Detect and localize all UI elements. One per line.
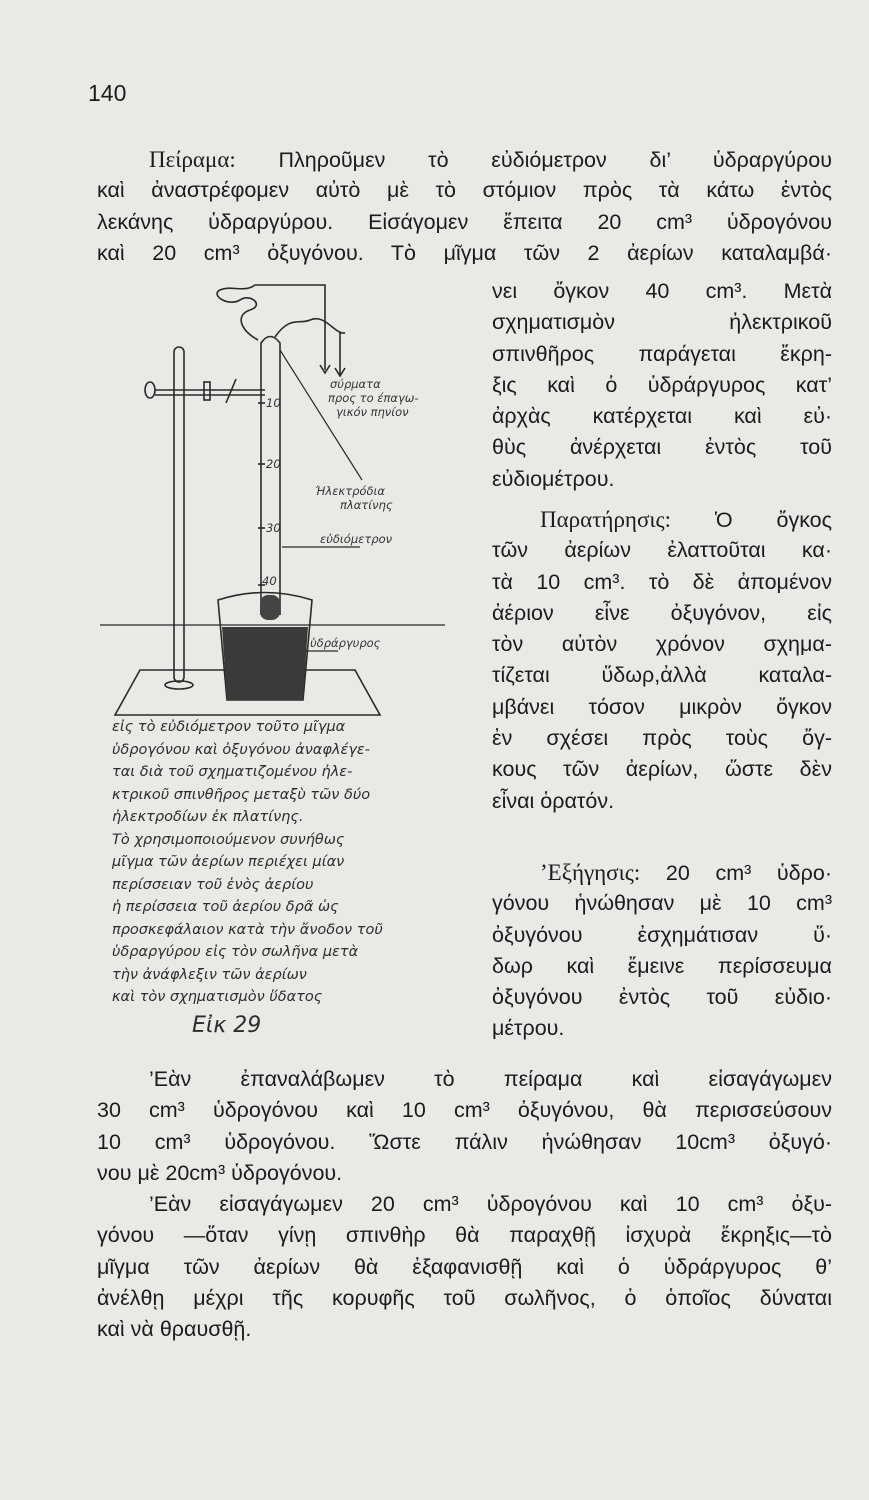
caption-line: ὑδρογόνου καὶ ὀξυγόνου ἀναφλέγε- (112, 741, 370, 758)
caption-line: ὑδραργύρου εἰς τὸν σωλῆνα μετὰ (112, 944, 359, 960)
caption-line: εἰς τὸ εὐδιόμετρον τοῦτο μῖγμα (112, 719, 346, 735)
text-line: κους τῶν ἀερίων, ὥστε δὲν (492, 757, 832, 782)
text-line: ἀρχὰς κατέρχεται καὶ εὐ· (492, 404, 832, 429)
label-wires: σύρματα (330, 377, 381, 391)
page-number: 140 (88, 80, 127, 106)
text-line: ἀέριον εἶνε ὀξυγόνον, εἰς (492, 600, 832, 625)
caption-line: τὴν ἀνάφλεξιν τῶν ἀερίων (112, 966, 307, 983)
label-electrodes: Ήλεκτρόδια (315, 484, 385, 498)
text-line: σχηματισμὸν ἠλεκτρικοῦ (492, 310, 832, 335)
wire-1 (216, 284, 326, 370)
text-line: γόνου ἡνώθησαν μὲ 10 cm³ (492, 891, 832, 916)
text-line: σπινθῆρος παράγεται ἔκρη- (492, 341, 832, 366)
text-line: τὰ 10 cm³. τὸ δὲ ἀπομένον (492, 569, 832, 594)
explanation-heading: ’Εξήγησις: (540, 860, 641, 885)
text-line: τῶν ἀερίων ἐλαττοῦται κα· (492, 538, 832, 563)
text-line: ’Εὰν ἐπαναλάβωμεν τὸ πείραμα καὶ εἰσαγάγ… (149, 1067, 832, 1091)
text-line: Πείραμα: Πληροῦμεν τὸ εὐδιόμετρον δι’ ὑδ… (149, 147, 832, 172)
text-line: ἀνέλθῃ μέχρι τῆς κορυφῆς τοῦ σωλῆνος, ὁ … (97, 1286, 832, 1311)
caption-line: περίσσειαν τοῦ ἑνὸς ἀερίου (112, 876, 314, 893)
text-line: ἐν σχέσει πρὸς τοὺς ὄγ- (492, 726, 832, 751)
caption-line: Τὸ χρησιμοποιούμενον συνήθως (112, 831, 345, 848)
text-line: καὶ ἀναστρέφομεν αὐτὸ μὲ τὸ στόμιον πρὸς… (97, 178, 832, 203)
beaker (217, 591, 313, 701)
rod-foot (164, 680, 194, 690)
caption-line: ἡ περίσσεια τοῦ ἀερίου δρᾶ ὡς (112, 899, 339, 915)
clamp-screw (144, 381, 156, 399)
figure-number: Εἰκ 29 (192, 1012, 262, 1038)
text-line: νει ὄγκον 40 cm³. Μετὰ (492, 279, 832, 303)
label-mercury: ὑδράργυρος (310, 636, 381, 650)
bottom-paragraphs: ’Εὰν ἐπαναλάβωμεν τὸ πείραμα καὶ εἰσαγάγ… (97, 1064, 832, 1346)
svg-text:προς το έπαγω-: προς το έπαγω- (328, 391, 419, 405)
caption-line: προσκεφάλαιον κατὰ τὴν ἄνοδον τοῦ (112, 921, 383, 938)
scale-40: 40 (262, 574, 277, 588)
caption-line: ἠλεκτροδίων ἐκ πλατίνης. (112, 809, 304, 825)
figure-caption: εἰς τὸ εὐδιόμετρον τοῦτο μῖγμα ὑδρογόνου… (112, 716, 472, 1038)
text-line: μέτρου. (492, 1016, 565, 1041)
text-line: καὶ νὰ θραυσθῇ. (97, 1317, 252, 1342)
text-line: τὸν αὐτὸν χρόνον σχημα- (492, 632, 832, 657)
caption-line: μῖγμα τῶν ἀερίων περιέχει μίαν (112, 854, 345, 870)
wire-2 (274, 317, 346, 375)
eudiometer-figure: 10 20 30 40 σύρματα προς το έπαγω- γικόν… (100, 284, 445, 716)
text-line: δωρ καὶ ἔμεινε περίσσευμα (492, 953, 832, 978)
text-line: καὶ 20 cm³ ὀξυγόνου. Τὸ μῖγμα τῶν 2 ἀερί… (97, 240, 832, 265)
scale-20: 20 (266, 457, 281, 471)
text-line: γόνου —ὅταν γίνῃ σπινθὴρ θὰ παραχθῇ ἰσχυ… (97, 1223, 832, 1248)
stand-rod (173, 346, 185, 683)
eudiometer-tube (260, 335, 281, 615)
text-line: λεκάνης ὑδραργύρου. Εἰσάγομεν ἔπειτα 20 … (97, 209, 832, 234)
right-column-paragraph: νει ὄγκον 40 cm³. Μετὰ σχηματισμὸν ἠλεκτ… (492, 276, 832, 495)
text-line: μῖγμα τῶν ἀερίων θὰ ἐξαφανισθῇ καὶ ὁ ὑδρ… (97, 1254, 832, 1279)
observation-heading: Παρατήρησις: (540, 507, 672, 532)
text-line: ’Εξήγησις: 20 cm³ ὑδρο· (540, 860, 832, 885)
mercury (222, 627, 308, 700)
caption-line: ται διὰ τοῦ σχηματιζομένου ἠλε- (112, 764, 353, 780)
explanation-paragraph: ’Εξήγησις: 20 cm³ ὑδρο· γόνου ἡνώθησαν μ… (492, 857, 832, 1045)
text-line: ’Εὰν εἰσαγάγωμεν 20 cm³ ὑδρογόνου καὶ 10… (149, 1192, 832, 1217)
experiment-heading: Πείραμα: (149, 147, 236, 172)
electrode-pointer (279, 349, 363, 481)
intro-paragraph: Πείραμα: Πληροῦμεν τὸ εὐδιόμετρον δι’ ὑδ… (97, 144, 832, 269)
text-line: ὀξυγόνου ἐσχημάτισαν ὕ· (492, 922, 832, 947)
text-line: μβάνει τόσον μικρὸν ὄγκον (492, 694, 832, 719)
text-line: εἶναι ὁρατόν. (492, 788, 615, 813)
observation-paragraph: Παρατήρησις: Ὁ ὄγκος τῶν ἀερίων ἐλαττοῦτ… (492, 504, 832, 817)
caption-line: κτρικοῦ σπινθῆρος μεταξὺ τῶν δύο (112, 786, 371, 803)
text-line: Παρατήρησις: Ὁ ὄγκος (540, 507, 832, 532)
text-line: τίζεται ὕδωρ,ἀλλὰ καταλα- (492, 663, 832, 688)
scale-10: 10 (266, 396, 281, 410)
text-line: θὺς ἀνέρχεται ἐντὸς τοῦ (492, 435, 832, 460)
label-eudiometer: εὐδιόμετρον (320, 532, 393, 546)
text-line: 30 cm³ ὑδρογόνου καὶ 10 cm³ ὀξυγόνου, θὰ… (97, 1098, 832, 1123)
text-line: ὀξυγόνου ἐντὸς τοῦ εὐδιο· (492, 985, 832, 1010)
svg-text:γικόν πηνίον: γικόν πηνίον (336, 405, 409, 419)
svg-text:πλατίνης: πλατίνης (340, 498, 393, 512)
text-line: 10 cm³ ὑδρογόνου. Ὥστε πάλιν ἡνώθησαν 10… (97, 1129, 832, 1154)
text-line: νου μὲ 20cm³ ὑδρογόνου. (97, 1160, 343, 1185)
caption-line: καὶ τὸν σχηματισμὸν ὕδατος (112, 989, 323, 1005)
scale-30: 30 (266, 521, 281, 535)
text-line: εὐδιομέτρου. (492, 466, 615, 491)
text-line: ξις καὶ ὁ ὑδράργυρος κατ’ (492, 372, 832, 397)
